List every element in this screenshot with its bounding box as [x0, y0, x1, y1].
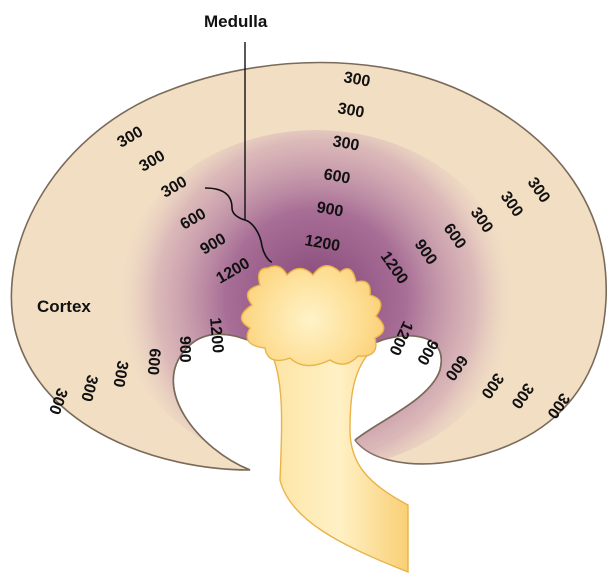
- osm-leftlow-1200: 1200: [206, 317, 226, 354]
- medulla-pointer: [204, 42, 273, 263]
- osm-leftlow-300c: 300: [109, 359, 130, 388]
- renal-pelvis: [240, 265, 385, 367]
- hilum-right-edge: [354, 335, 443, 441]
- osm-leftlow-300b: 300: [77, 373, 100, 403]
- osm-center-1200: 1200: [303, 232, 341, 255]
- osm-center-600: 600: [322, 166, 351, 187]
- osm-leftlow-900: 900: [176, 336, 193, 363]
- osm-center-900: 900: [315, 199, 344, 220]
- medulla-label: Medulla: [204, 12, 268, 31]
- hilum-left-edge: [172, 333, 271, 471]
- ureter: [268, 349, 409, 574]
- cortex-label: Cortex: [37, 297, 91, 316]
- osm-top-3: 300: [331, 133, 360, 154]
- osm-top-1: 300: [342, 69, 371, 90]
- osm-leftlow-600: 600: [144, 348, 163, 376]
- osm-top-2: 300: [336, 100, 365, 121]
